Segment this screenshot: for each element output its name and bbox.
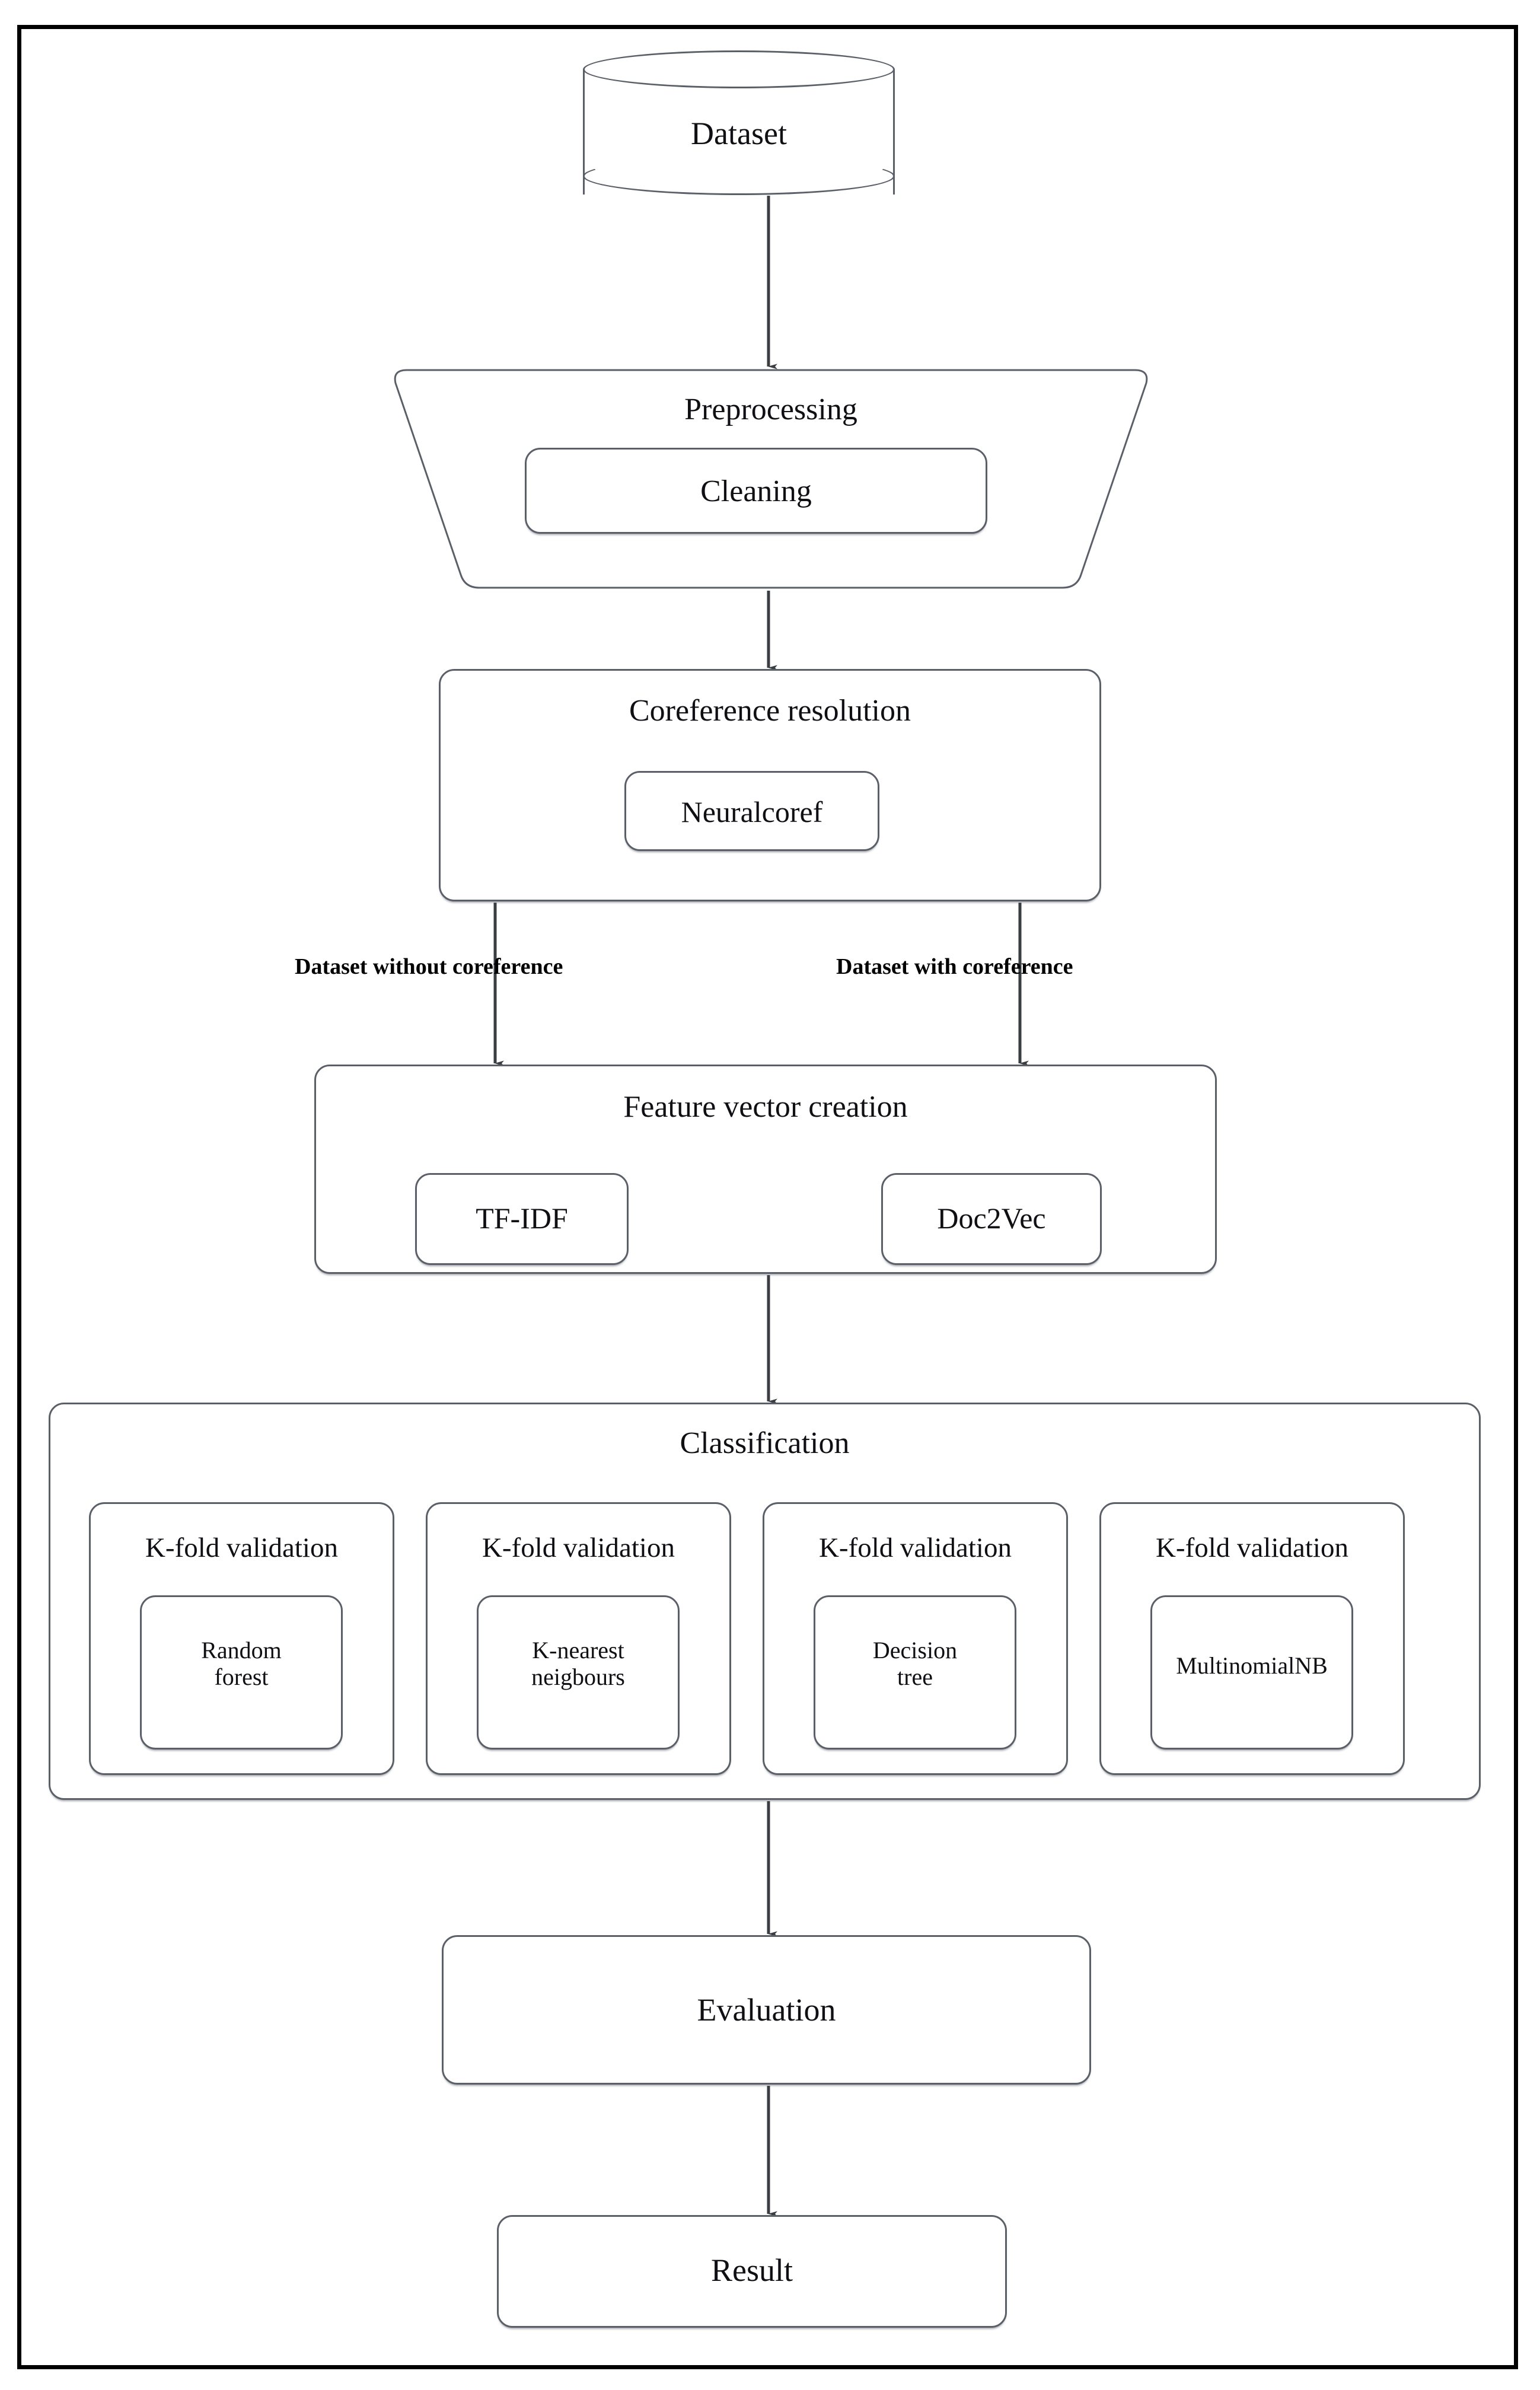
cleaning-node[interactable]: Cleaning	[525, 448, 987, 534]
kfold-validation-label-4: K-fold validation	[1155, 1532, 1348, 1563]
kfold-validation-label-1: K-fold validation	[145, 1532, 338, 1563]
k-nearest-neighbours-label: K-nearest neigbours	[531, 1637, 625, 1690]
dataset-label: Dataset	[691, 116, 787, 151]
edge-label-without-coreference: Dataset without coreference	[295, 954, 563, 979]
cylinder-bottom-ellipse	[583, 157, 895, 195]
tfidf-label: TF-IDF	[476, 1202, 568, 1235]
cleaning-label: Cleaning	[700, 474, 812, 508]
dataset-node[interactable]: Dataset	[583, 50, 895, 213]
preprocessing-title: Preprocessing	[684, 393, 857, 426]
multinomialnb-node[interactable]: MultinomialNB	[1150, 1595, 1353, 1750]
evaluation-node[interactable]: Evaluation	[442, 1935, 1091, 2085]
decision-tree-node[interactable]: Decision tree	[814, 1595, 1016, 1750]
multinomialnb-label: MultinomialNB	[1176, 1652, 1328, 1679]
neuralcoref-node[interactable]: Neuralcoref	[624, 771, 879, 851]
result-node[interactable]: Result	[497, 2215, 1007, 2328]
feature-vector-creation-title: Feature vector creation	[623, 1090, 908, 1124]
kfold-validation-label-2: K-fold validation	[482, 1532, 675, 1563]
random-forest-label: Random forest	[201, 1637, 282, 1690]
neuralcoref-label: Neuralcoref	[681, 795, 823, 828]
edge-label-with-coreference: Dataset with coreference	[836, 954, 1073, 979]
tfidf-node[interactable]: TF-IDF	[415, 1173, 629, 1265]
cylinder-top-ellipse	[583, 50, 895, 88]
coreference-resolution-node[interactable]	[439, 669, 1101, 901]
classification-title: Classification	[680, 1426, 850, 1460]
decision-tree-label: Decision tree	[872, 1637, 958, 1690]
doc2vec-node[interactable]: Doc2Vec	[881, 1173, 1102, 1265]
random-forest-node[interactable]: Random forest	[140, 1595, 343, 1750]
kfold-validation-label-3: K-fold validation	[818, 1532, 1012, 1563]
evaluation-label: Evaluation	[697, 1992, 836, 2028]
result-label: Result	[710, 2252, 793, 2288]
doc2vec-label: Doc2Vec	[937, 1202, 1046, 1235]
k-nearest-neighbours-node[interactable]: K-nearest neigbours	[477, 1595, 680, 1750]
coreference-resolution-title: Coreference resolution	[629, 694, 911, 728]
